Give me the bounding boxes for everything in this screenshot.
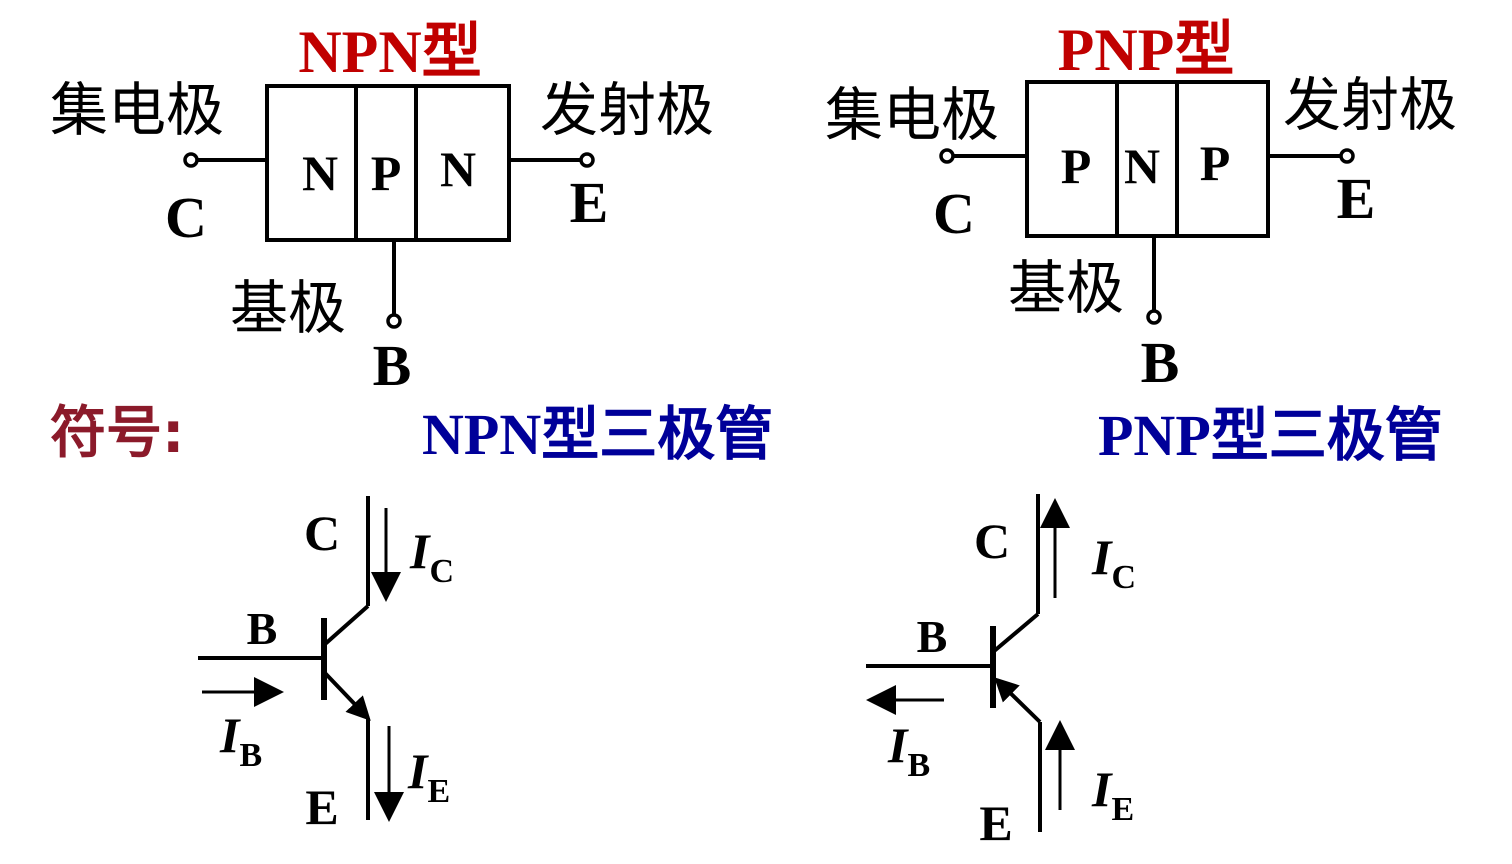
symbol-heading: 符号:	[50, 401, 184, 466]
pnp-pin-e: E	[1337, 166, 1376, 231]
npn-collector-diag	[322, 604, 370, 647]
npn-emitter-label: 发射极	[540, 76, 714, 144]
pnp-emitter-arrow	[994, 677, 1042, 724]
pnp-collector-pin	[939, 148, 955, 164]
pnp-label-c: C	[974, 513, 1010, 569]
pnp-symbol-title: PNP型三极管	[1098, 403, 1443, 468]
pnp-emitter-label: 发射极	[1283, 71, 1457, 139]
pnp-structure-title: PNP型	[1058, 17, 1235, 83]
npn-pin-b: B	[373, 333, 412, 398]
npn-pin-e: E	[570, 170, 609, 235]
npn-emitter-pin	[579, 152, 595, 168]
pnp-current-e: IE	[1091, 761, 1134, 828]
npn-current-e: IE	[407, 743, 450, 810]
pnp-emitter-pin	[1339, 148, 1355, 164]
npn-symbol-title: NPN型三极管	[422, 402, 773, 467]
pnp-structure: PNP型 集电极 发射极 基极 P N P C E B	[825, 17, 1457, 395]
pnp-region-1: P	[1061, 138, 1092, 194]
pnp-region-2: N	[1124, 138, 1160, 194]
npn-base-label: 基极	[230, 274, 346, 342]
npn-region-2: P	[371, 145, 402, 201]
pnp-pin-b: B	[1141, 330, 1180, 395]
pnp-current-c: IC	[1091, 529, 1136, 596]
pnp-symbol: C B E IC IB IE	[866, 494, 1136, 851]
pnp-collector-diag	[991, 612, 1040, 654]
npn-label-b: B	[247, 603, 278, 654]
npn-body-box	[265, 84, 511, 242]
npn-collector-label: 集电极	[50, 76, 224, 144]
npn-region-3: N	[440, 141, 476, 197]
npn-pin-c: C	[165, 185, 207, 250]
pnp-current-b: IB	[887, 717, 930, 784]
pnp-base-label: 基极	[1008, 254, 1124, 322]
npn-symbol: C B E IC IB IE	[198, 496, 454, 835]
pnp-label-b: B	[917, 611, 948, 662]
npn-emitter-arrow	[322, 670, 371, 721]
npn-collector-pin	[183, 152, 199, 168]
pnp-region-3: P	[1200, 135, 1231, 191]
npn-base-pin	[386, 313, 402, 329]
pnp-label-e: E	[979, 795, 1012, 851]
pnp-body-box	[1025, 80, 1270, 238]
pnp-pin-c: C	[933, 181, 975, 246]
npn-current-c: IC	[409, 523, 454, 590]
npn-current-b: IB	[219, 707, 262, 774]
pnp-base-pin	[1146, 309, 1162, 325]
npn-label-e: E	[305, 779, 338, 835]
pnp-collector-label: 集电极	[825, 81, 999, 149]
npn-region-1: N	[302, 145, 338, 201]
npn-label-c: C	[304, 505, 340, 561]
npn-structure: NPN型 集电极 发射极 基极 N P N C E B	[50, 19, 714, 398]
npn-structure-title: NPN型	[298, 19, 481, 85]
